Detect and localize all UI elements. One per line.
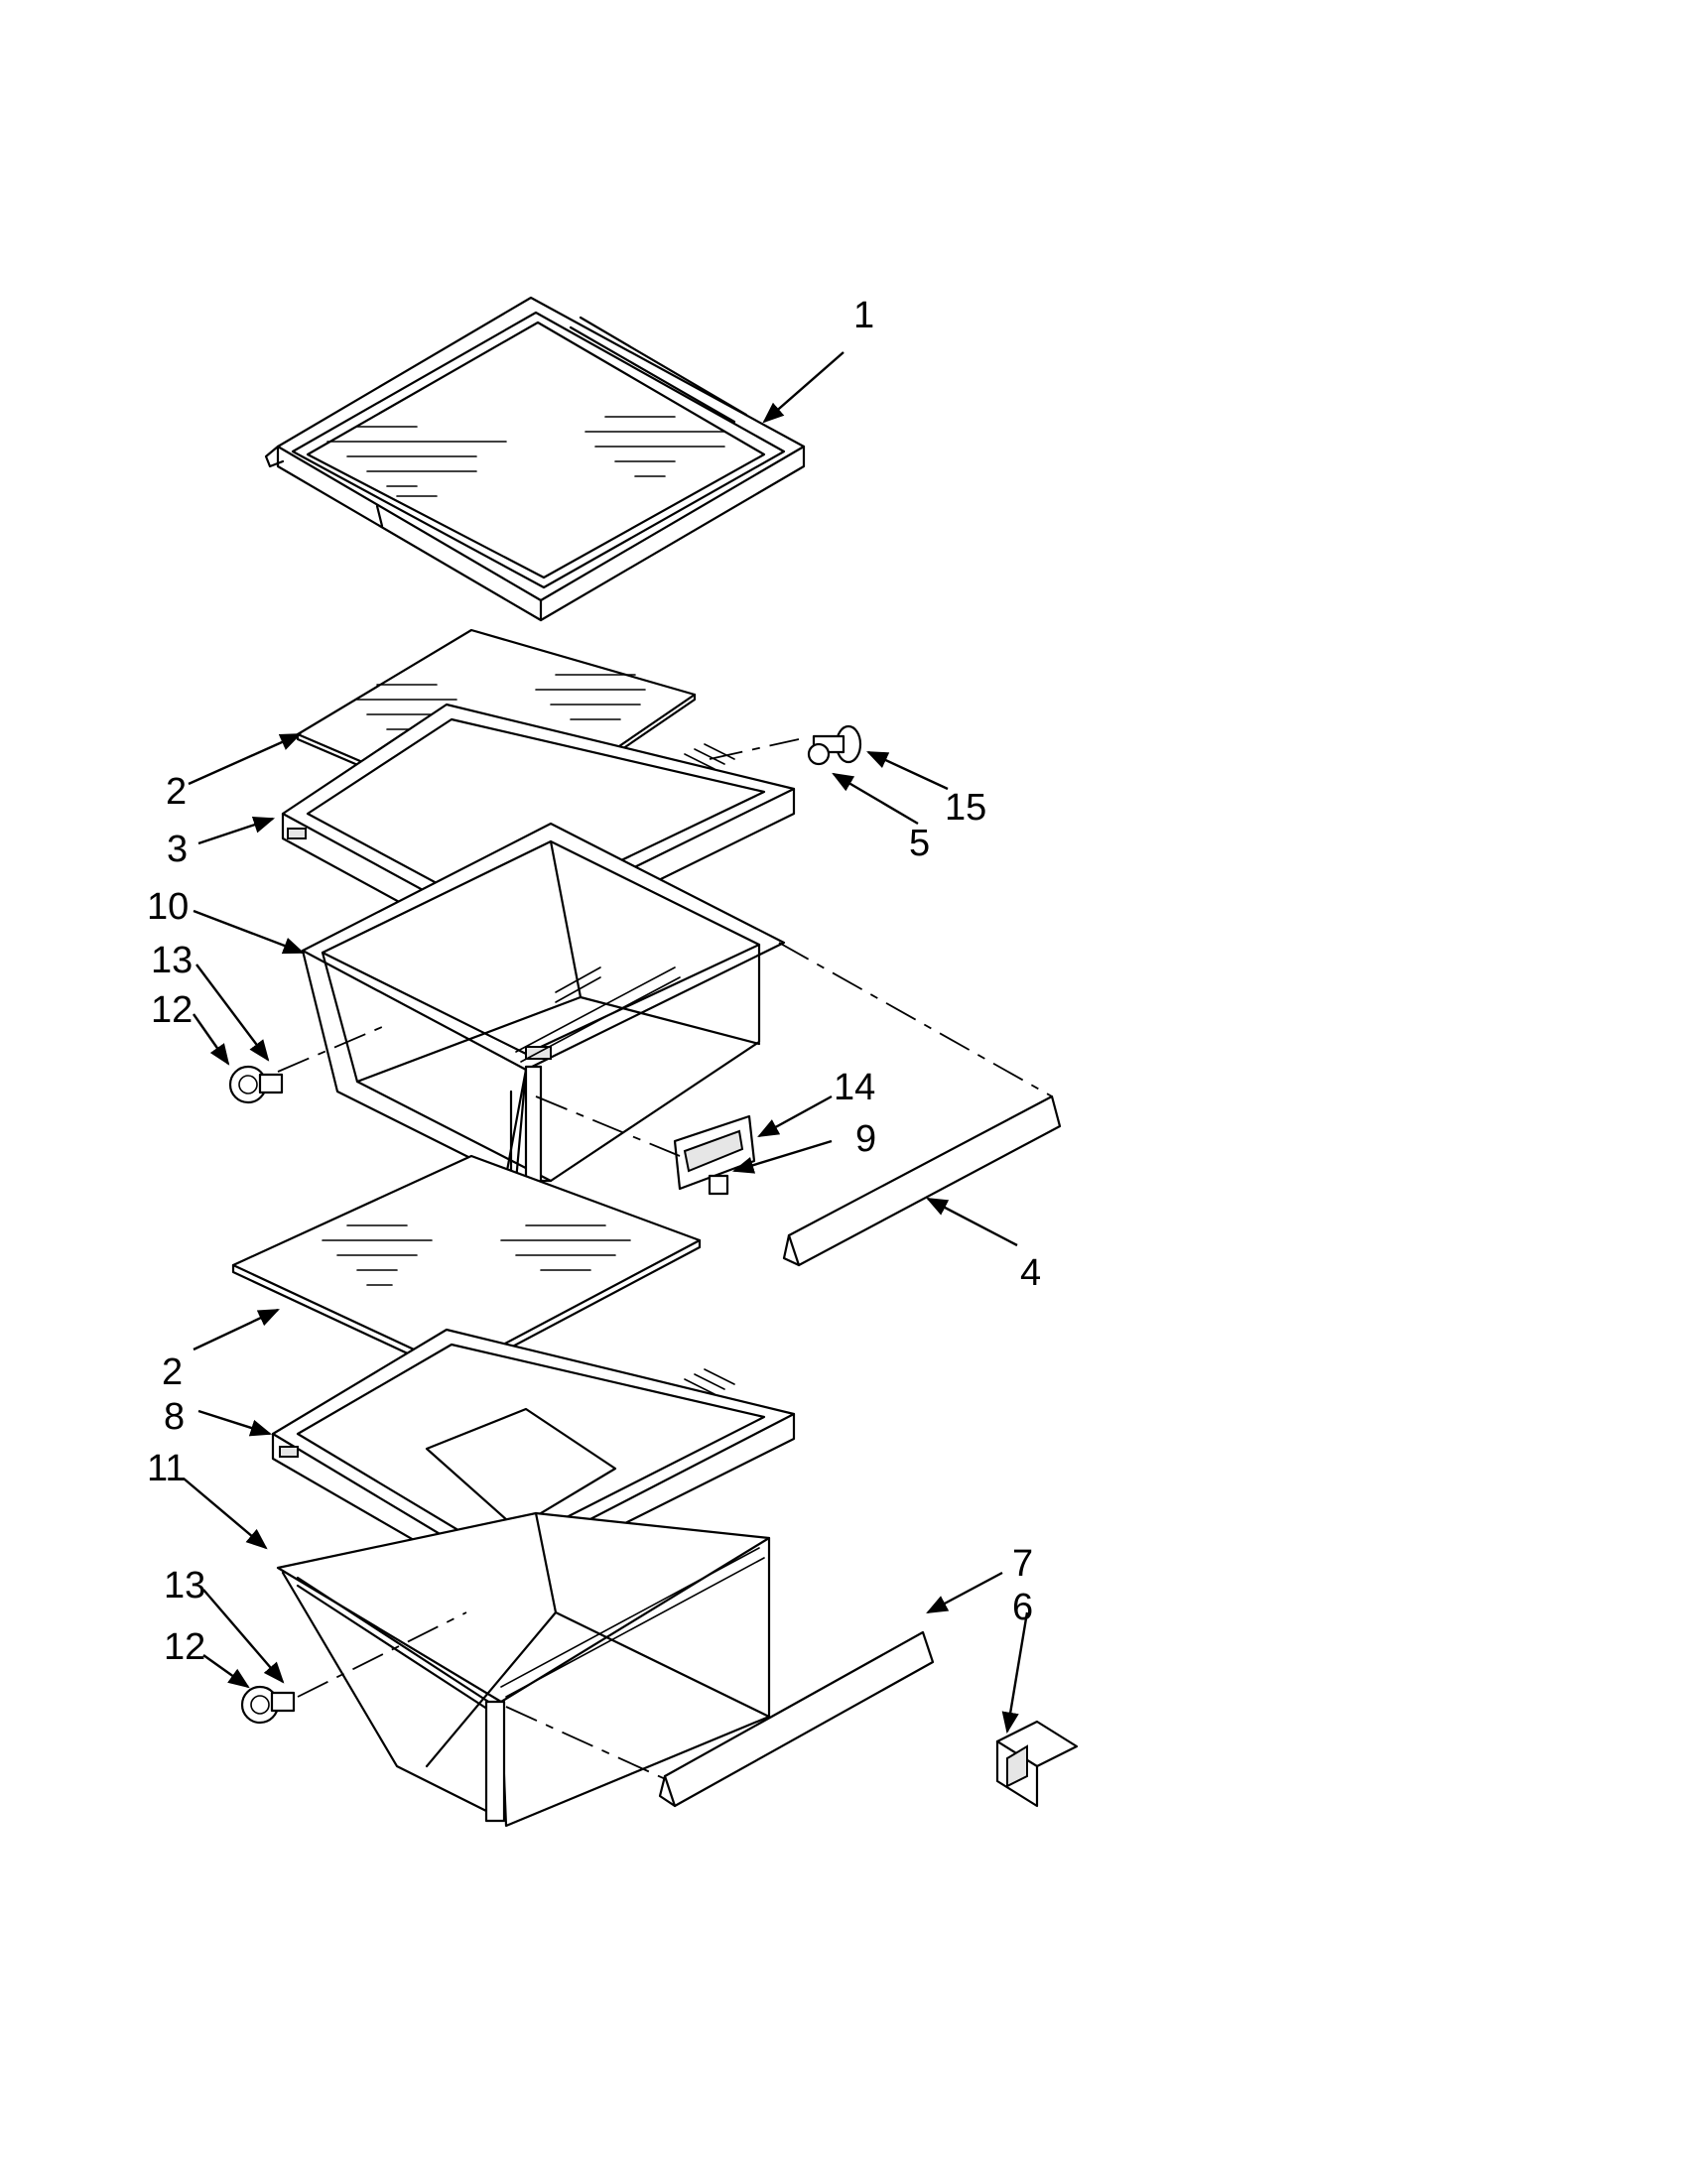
callout-6: 6 [1012,1587,1033,1628]
callout-13-lower: 13 [164,1565,205,1606]
assembly-lines [277,738,1053,1782]
part-crisper-drawer-upper [301,822,786,1198]
callout-13-upper: 13 [151,940,193,981]
part-rail-7 [658,1630,935,1808]
callout-3: 3 [167,829,188,870]
part-bracket-14-9 [673,1114,756,1196]
part-crisper-cover-lower [271,1328,796,1590]
callout-7: 7 [1012,1543,1033,1585]
callout-11: 11 [147,1448,186,1489]
callout-labels: 1 2 3 15 5 10 13 12 14 9 4 2 8 11 7 6 13… [147,295,1041,1668]
part-shelf-frame [264,296,806,622]
callout-8: 8 [164,1396,185,1438]
callout-2-lower: 2 [162,1351,183,1393]
part-clip-6 [995,1720,1079,1808]
callout-1: 1 [853,295,874,336]
part-roller-12-lower [240,1685,296,1725]
part-roller-15 [807,724,862,766]
callout-5: 5 [909,823,930,864]
glass-reflection-marks [326,416,725,497]
callout-12-upper: 12 [151,989,193,1031]
leader-arrows [183,351,1029,1734]
callout-2-upper: 2 [166,771,187,813]
callout-10: 10 [147,886,189,928]
callout-15: 15 [945,787,986,829]
callout-12-lower: 12 [164,1626,205,1668]
part-roller-12-upper [228,1065,284,1104]
callout-14: 14 [834,1067,875,1108]
part-rail-4 [782,1094,1062,1267]
part-crisper-drawer-lower [276,1511,771,1828]
callout-4: 4 [1020,1252,1041,1294]
callout-9: 9 [855,1118,876,1160]
